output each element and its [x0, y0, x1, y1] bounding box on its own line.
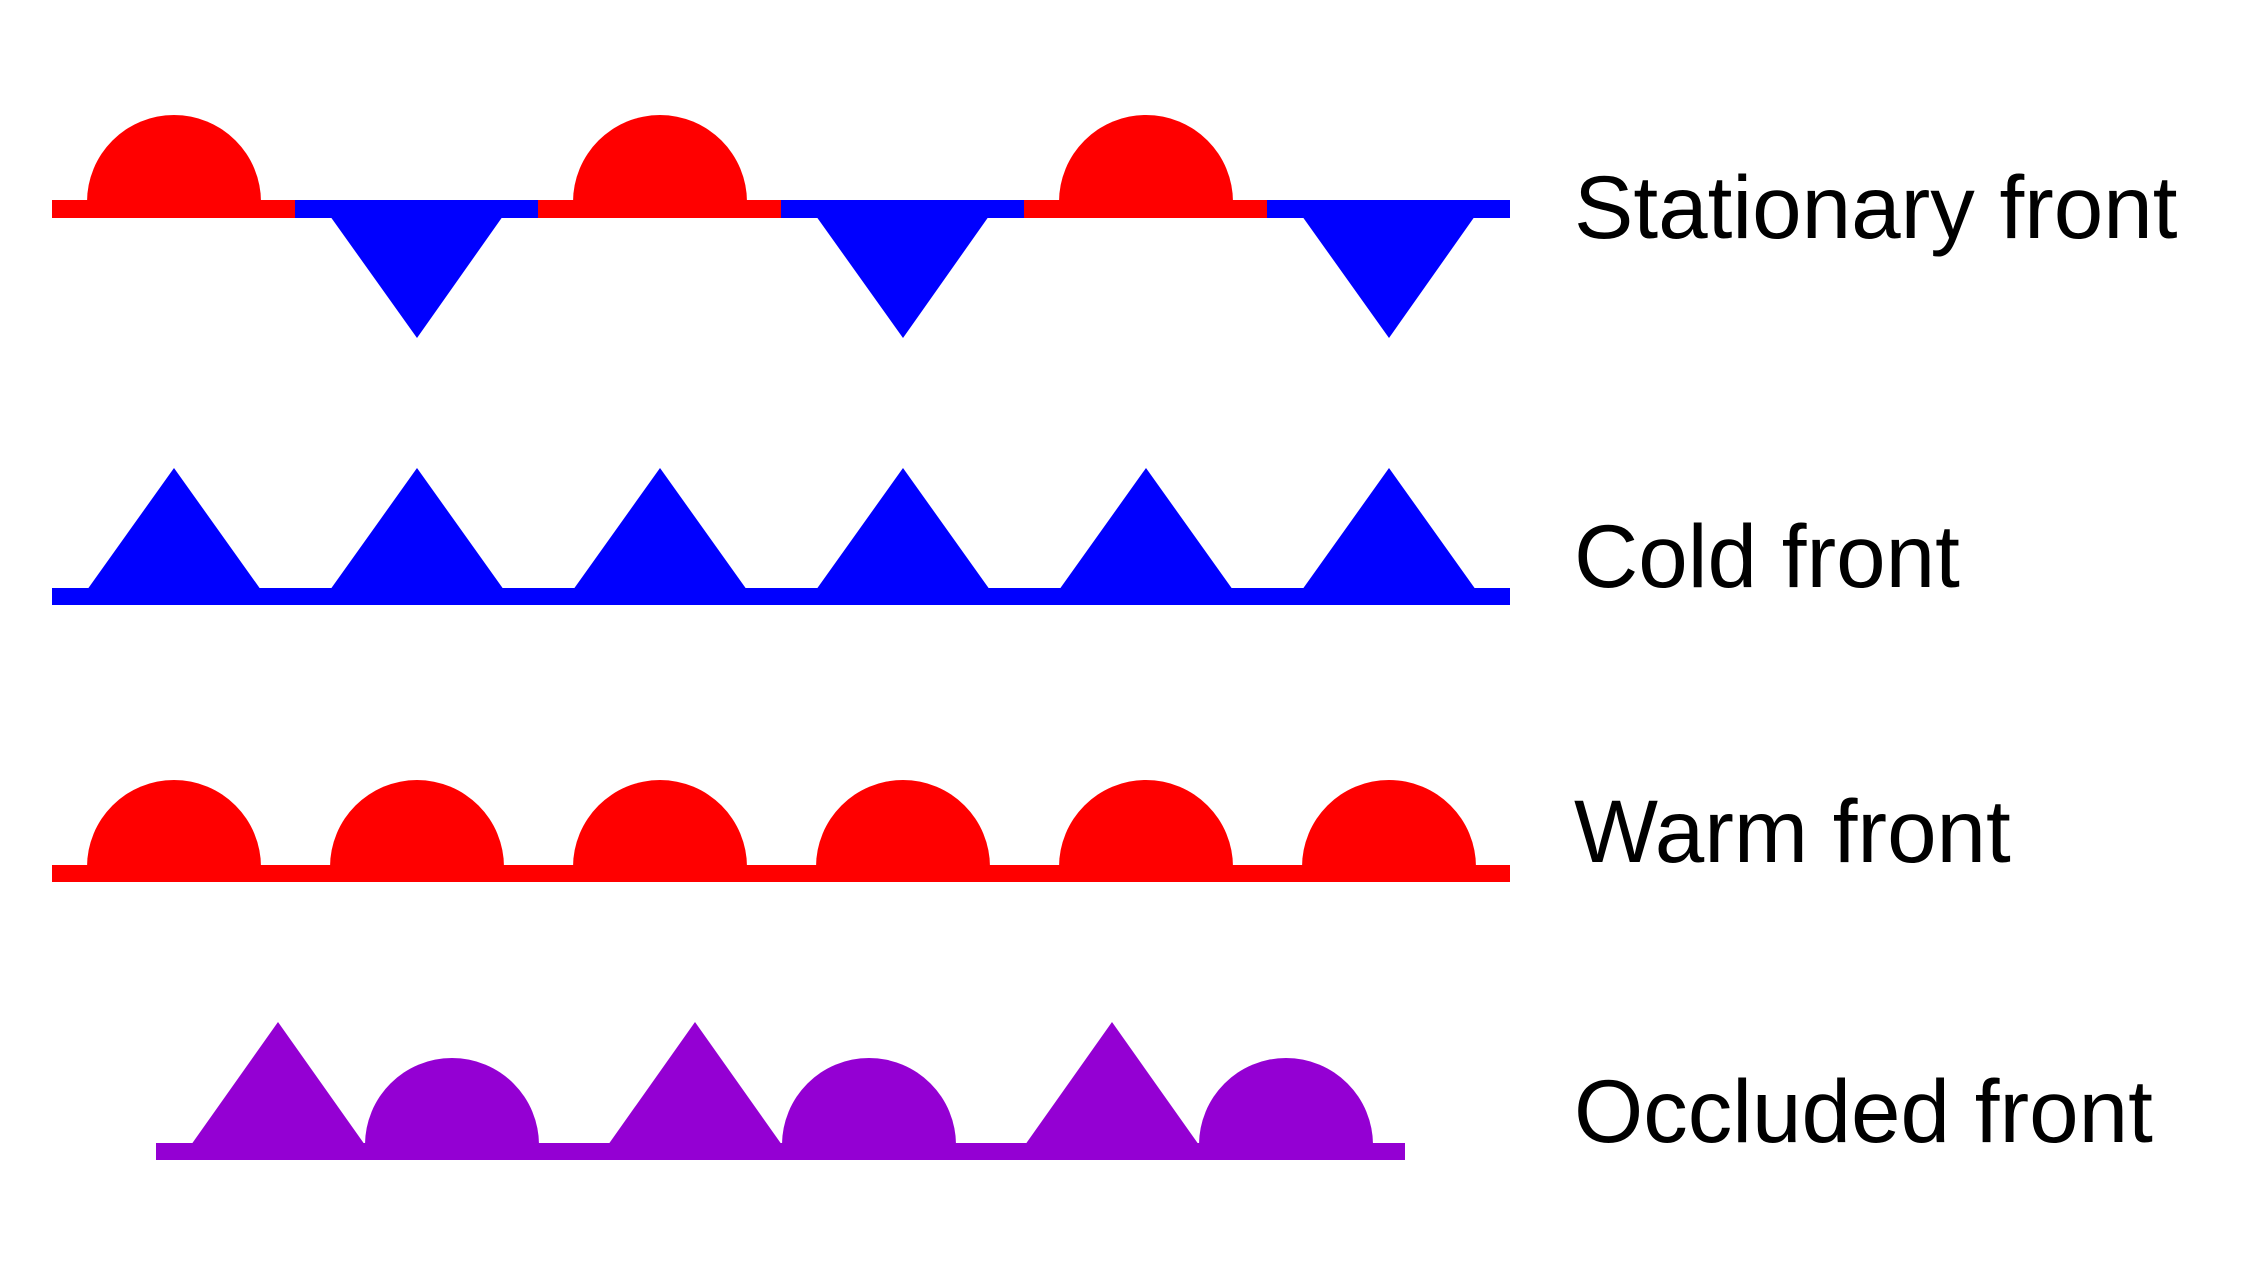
stationary-warm-semicircle	[1059, 115, 1233, 202]
stationary-warm-line-segment	[52, 200, 295, 218]
stationary-front-symbol	[52, 115, 1510, 338]
warm-front-row: Warm front	[52, 780, 2011, 882]
occluded-front-semicircle	[1199, 1058, 1373, 1145]
occluded-front-label: Occluded front	[1574, 1061, 2153, 1161]
stationary-cold-line-segment	[1267, 200, 1510, 218]
cold-front-line	[52, 588, 1510, 605]
occluded-front-row: Occluded front	[156, 1022, 2153, 1161]
warm-front-semicircle	[330, 780, 504, 867]
cold-front-triangle	[573, 468, 747, 590]
cold-front-triangle	[330, 468, 504, 590]
stationary-warm-semicircle	[573, 115, 747, 202]
stationary-cold-triangle	[816, 216, 989, 338]
warm-front-semicircle	[1059, 780, 1233, 867]
cold-front-row: Cold front	[52, 468, 1960, 606]
cold-front-triangle	[1302, 468, 1476, 590]
stationary-front-label: Stationary front	[1574, 157, 2178, 257]
warm-front-semicircle	[87, 780, 261, 867]
stationary-warm-semicircle	[87, 115, 261, 202]
cold-front-label: Cold front	[1574, 506, 1960, 606]
stationary-cold-triangle	[1302, 216, 1475, 338]
cold-front-triangle	[816, 468, 990, 590]
occluded-front-triangle	[191, 1022, 365, 1145]
occluded-front-triangle	[1025, 1022, 1199, 1145]
warm-front-semicircle	[816, 780, 990, 867]
stationary-cold-line-segment	[295, 200, 538, 218]
cold-front-symbol	[52, 468, 1510, 605]
cold-front-triangle	[1059, 468, 1233, 590]
warm-front-label: Warm front	[1574, 781, 2011, 881]
occluded-front-semicircle	[782, 1058, 956, 1145]
occluded-front-symbol	[156, 1022, 1405, 1160]
warm-front-symbol	[52, 780, 1510, 882]
stationary-front-row: Stationary front	[52, 115, 2178, 338]
stationary-warm-line-segment	[1024, 200, 1267, 218]
occluded-front-triangle	[608, 1022, 782, 1145]
warm-front-line	[52, 865, 1510, 882]
warm-front-semicircle	[1302, 780, 1476, 867]
cold-front-triangle	[87, 468, 261, 590]
warm-front-semicircle	[573, 780, 747, 867]
stationary-warm-line-segment	[538, 200, 781, 218]
occluded-front-semicircle	[365, 1058, 539, 1145]
stationary-cold-line-segment	[781, 200, 1024, 218]
stationary-cold-triangle	[330, 216, 503, 338]
occluded-front-line	[156, 1143, 1405, 1160]
